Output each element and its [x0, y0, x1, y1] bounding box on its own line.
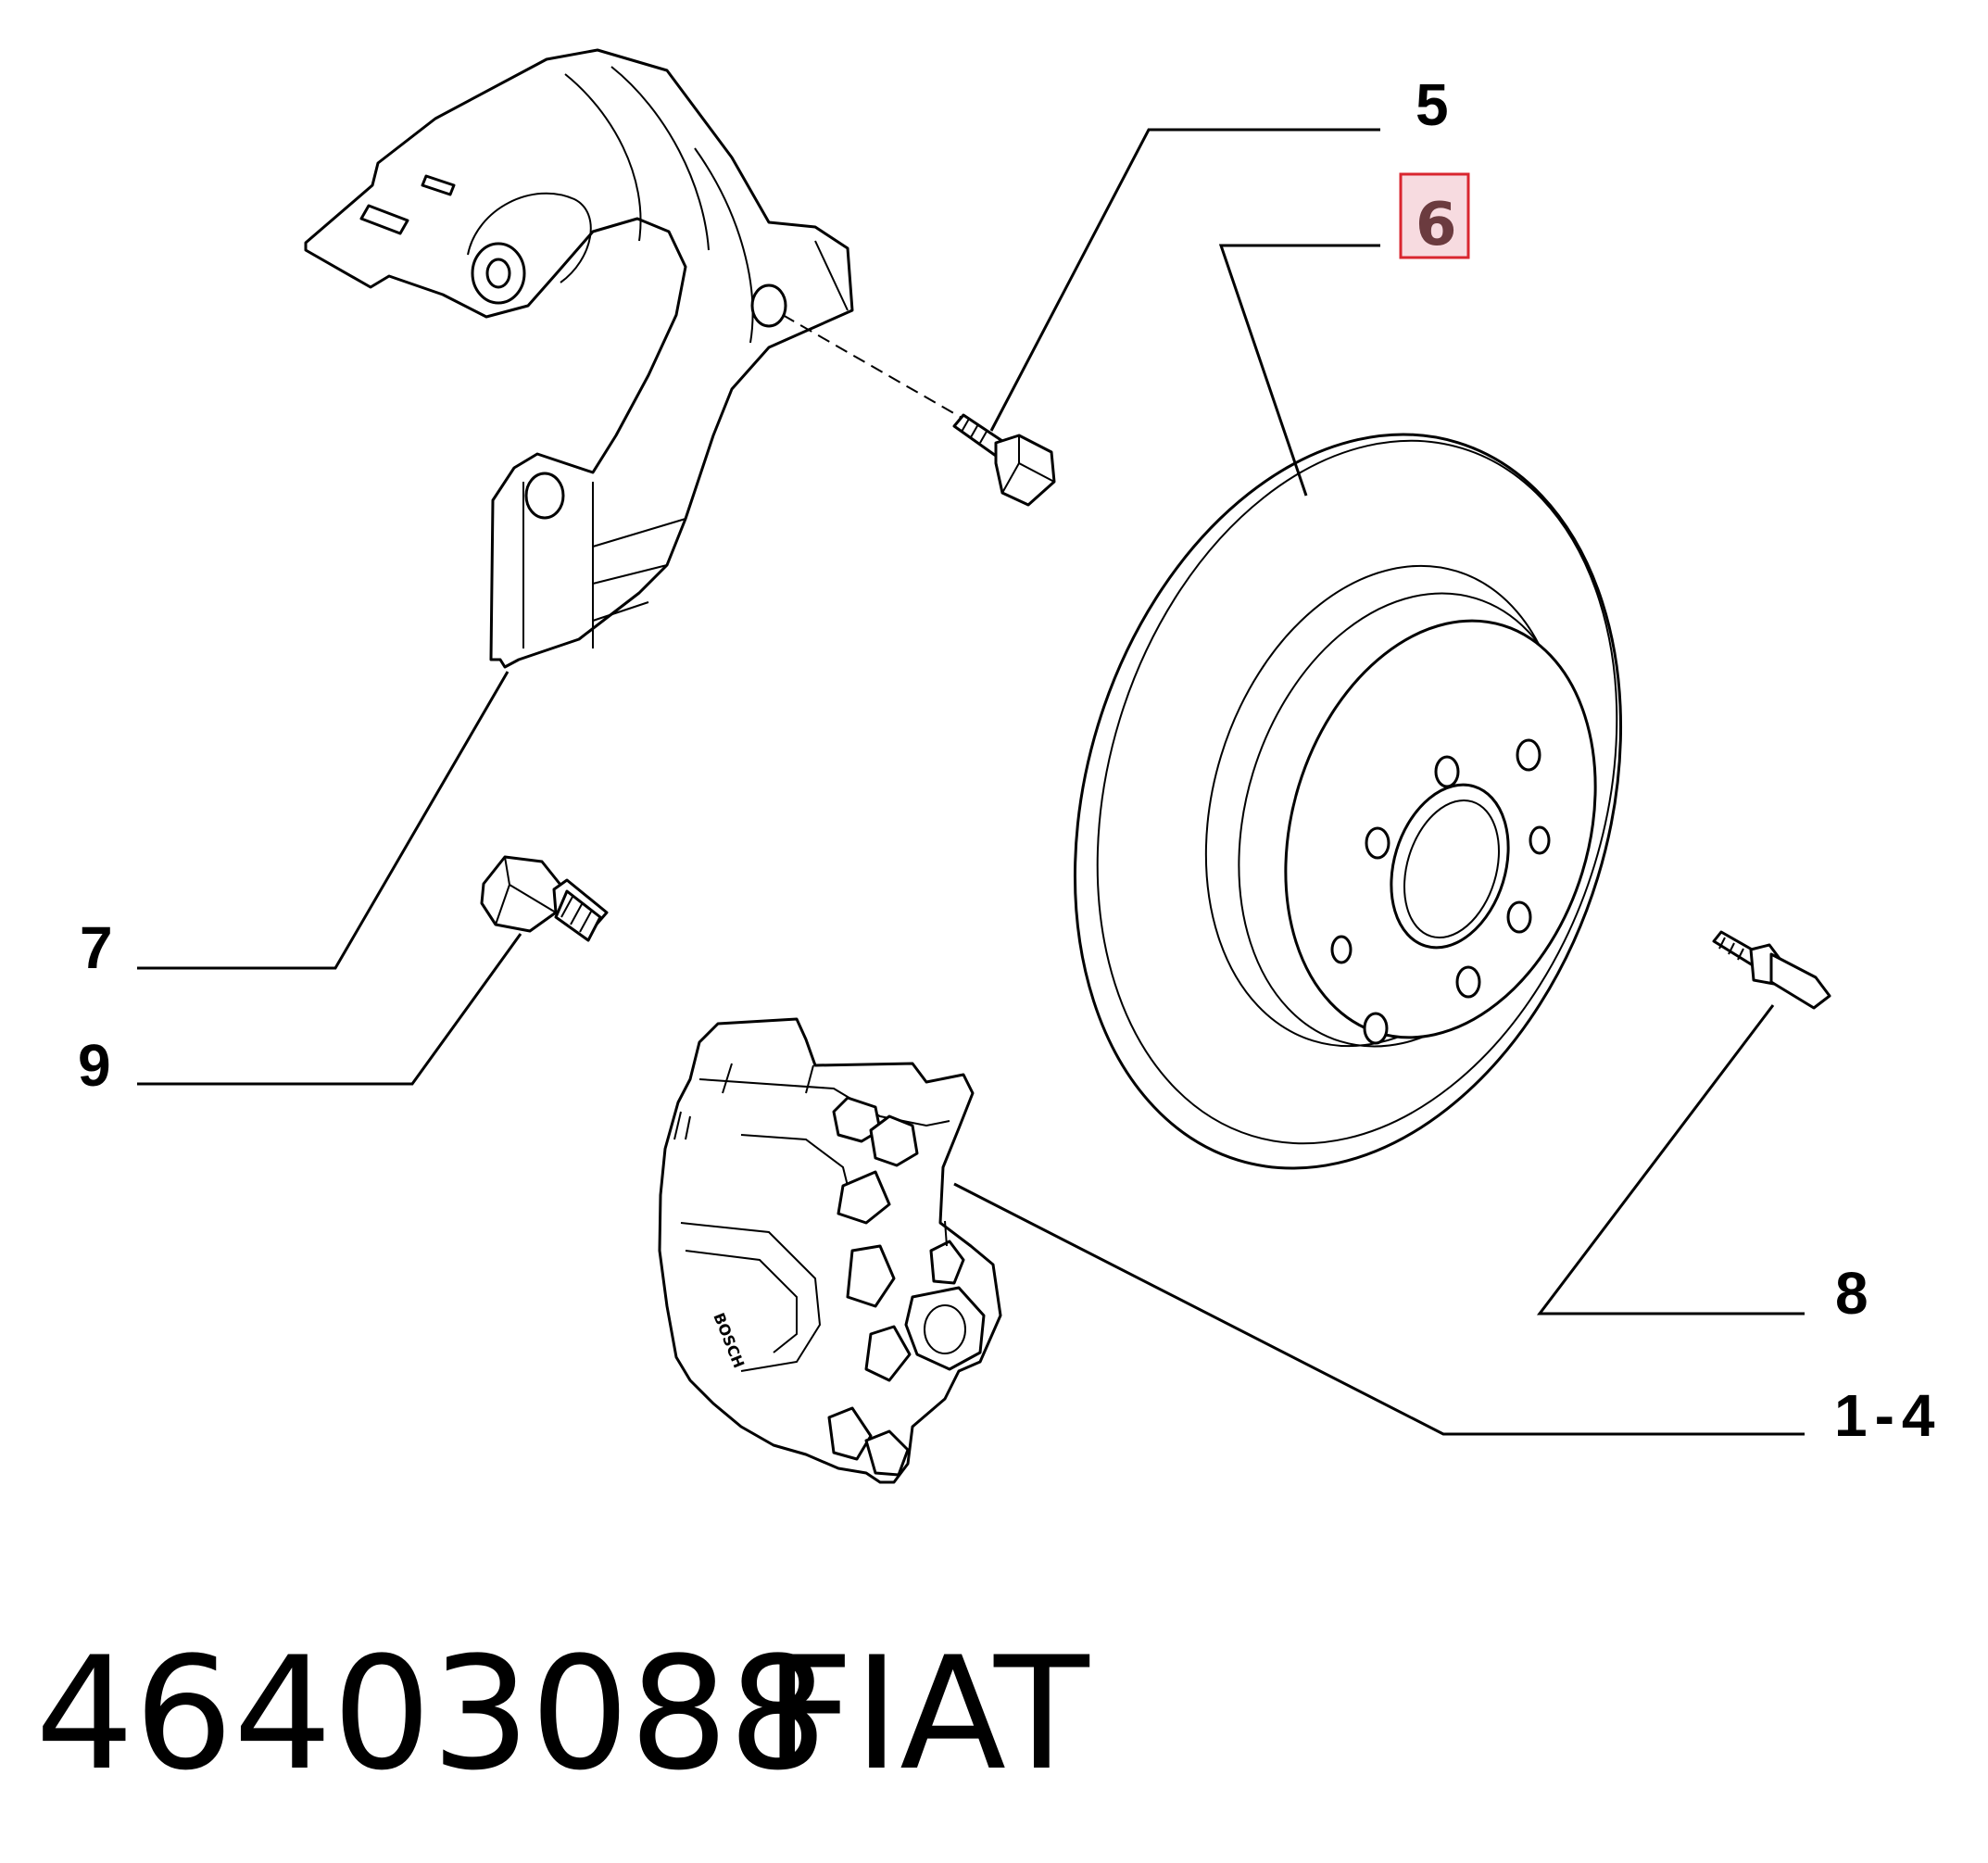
- bolt-part-5[interactable]: [952, 413, 1056, 507]
- leader-line-8: [1536, 1004, 1805, 1315]
- callout-5[interactable]: 5: [1416, 71, 1449, 138]
- callout-9[interactable]: 9: [78, 1032, 111, 1099]
- callout-6: 6: [1416, 191, 1457, 259]
- brake-disc-part[interactable]: [988, 366, 1707, 1237]
- part-number: 46403088: [35, 1623, 827, 1805]
- leader-line-5: [989, 128, 1380, 432]
- leader-lines: [137, 128, 1805, 1436]
- callout-1-4[interactable]: 1-4: [1834, 1382, 1943, 1449]
- brake-caliper-part[interactable]: BOSCH: [658, 1017, 1002, 1484]
- callout-8[interactable]: 8: [1835, 1260, 1868, 1327]
- callout-7[interactable]: 7: [80, 914, 113, 981]
- callout-6-highlight[interactable]: 6: [1399, 172, 1470, 259]
- callout-6-box: [1399, 172, 1470, 259]
- wheel-stud-part-8[interactable]: [1712, 930, 1831, 1010]
- leader-line-9: [137, 933, 522, 1086]
- leader-line-6: [1218, 244, 1380, 497]
- brand-name: FIAT: [764, 1623, 1090, 1805]
- splash-shield-part[interactable]: [304, 48, 964, 669]
- guide-bolt-part-9[interactable]: [480, 855, 609, 942]
- leader-line-7: [137, 671, 510, 970]
- leader-line-1-4: [953, 1182, 1805, 1436]
